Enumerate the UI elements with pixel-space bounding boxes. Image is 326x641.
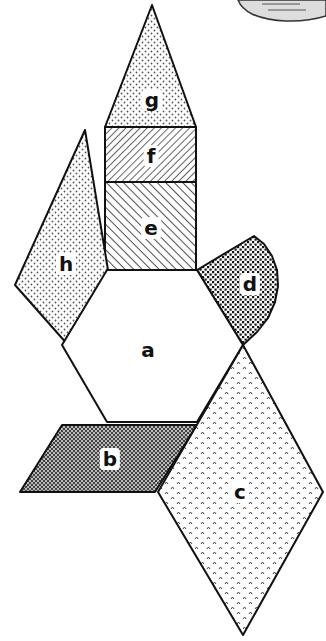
block-letter: b (100, 448, 120, 470)
block-shape (105, 5, 196, 127)
block-letter: a (138, 339, 158, 361)
block-shape (105, 182, 196, 270)
block-letter: h (56, 253, 76, 275)
rhombus-block: c (158, 345, 323, 635)
block-letter: e (141, 217, 161, 239)
block-letter: c (231, 481, 249, 503)
triangle-block: g (105, 5, 196, 127)
rectangle-block: f (105, 127, 196, 182)
block-letter: d (240, 273, 260, 295)
block-shape (158, 345, 323, 635)
block-letter: f (144, 145, 159, 167)
block-shape (105, 127, 196, 182)
square-block: e (105, 182, 196, 270)
block-letter: g (142, 89, 162, 111)
shoe-illustration (238, 0, 326, 21)
